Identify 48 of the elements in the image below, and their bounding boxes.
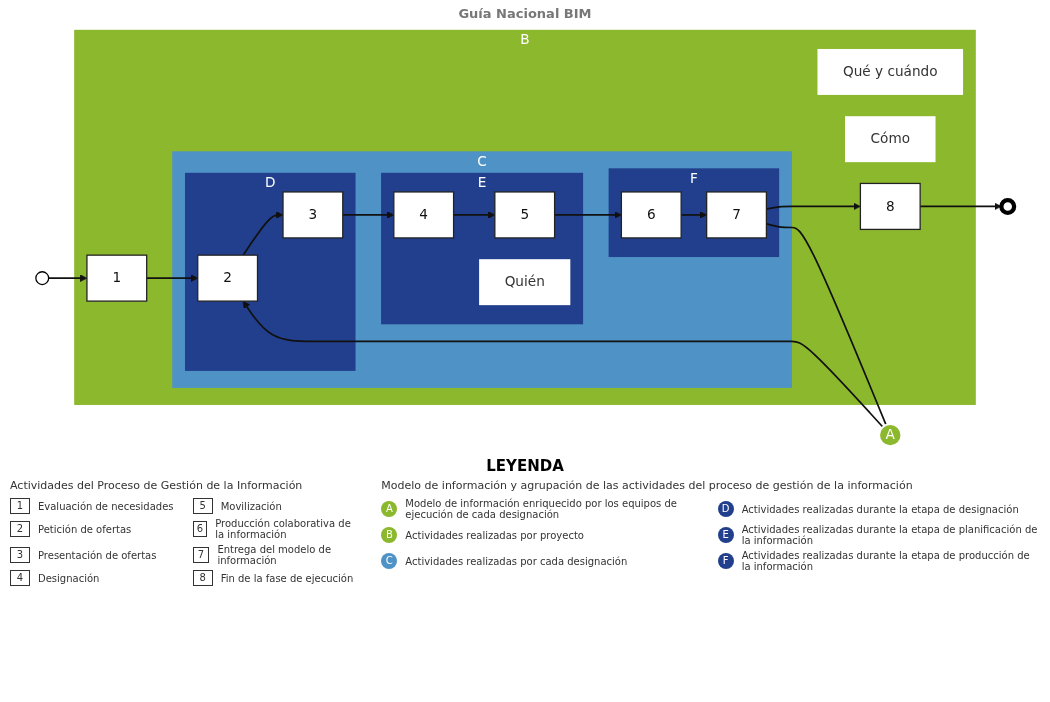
legend-text: Actividades realizadas por cada designación [405, 555, 628, 567]
legend-text: Petición de ofertas [38, 523, 132, 535]
node-box: 1 [86, 254, 148, 302]
legend-text: Actividades realizadas durante la etapa de planificación de la información [741, 524, 1039, 546]
legend-text: Actividades realizadas por proyecto [405, 529, 584, 541]
legend-number-box: 2 [10, 521, 30, 537]
legend-text: Presentación de ofertas [38, 549, 157, 561]
node-box: Quién [479, 259, 571, 306]
legend-number-box: 5 [192, 498, 213, 514]
node-circle [999, 197, 1017, 215]
arrow [242, 211, 284, 256]
title: Guía Nacional BIM [457, 6, 593, 21]
node-box: Cómo [845, 116, 936, 163]
legend-number-box: 3 [10, 547, 30, 563]
node-box: 8 [859, 182, 921, 231]
legend-text: Entrega del modelo de información [217, 544, 333, 566]
legend-text: Producción colaborativa de la información [215, 518, 352, 540]
legend-swatch: E [717, 527, 734, 543]
legend-text: Designación [38, 572, 100, 584]
legend-title: LEYENDA [485, 457, 565, 475]
node-circle [35, 271, 50, 286]
legend-text: Evaluación de necesidades [38, 500, 174, 512]
node-box: 3 [282, 191, 344, 239]
legend-number-box: 7 [192, 547, 210, 563]
node-box: 4 [393, 191, 455, 239]
node-box: 7 [706, 191, 768, 239]
legend-number-box: 4 [10, 570, 30, 586]
node-box: 5 [494, 191, 556, 239]
legend-text: Modelo de información enriquecido por los equipos de ejecución de cada designación [405, 498, 678, 520]
node-box: Qué y cuándo [817, 48, 964, 95]
legend-number-box: 6 [192, 521, 208, 537]
legend-swatch: F [717, 553, 734, 569]
legend-text: Actividades realizadas durante la etapa de producción de la información [741, 550, 1031, 572]
legend-heading: Modelo de información y agrupación de las actividades del proceso de gestión de la información [381, 479, 914, 492]
legend-swatch: D [717, 501, 734, 517]
legend-heading: Actividades del Proceso de Gestión de la Información [10, 479, 304, 492]
node-box: 2 [197, 254, 259, 302]
legend-swatch: C [381, 553, 398, 569]
legend-text: Actividades realizadas durante la etapa de designación [741, 503, 1019, 515]
legend-number-box: 1 [10, 498, 30, 514]
legend-swatch: B [381, 527, 398, 543]
node-box: 6 [620, 191, 682, 239]
arrow [242, 300, 884, 428]
legend-number-box: 8 [192, 570, 213, 586]
node-circle: A [878, 423, 903, 448]
legend-text: Fin de la fase de ejecución [220, 572, 354, 584]
legend-swatch: A [381, 501, 398, 517]
legend-text: Movilización [220, 500, 282, 512]
